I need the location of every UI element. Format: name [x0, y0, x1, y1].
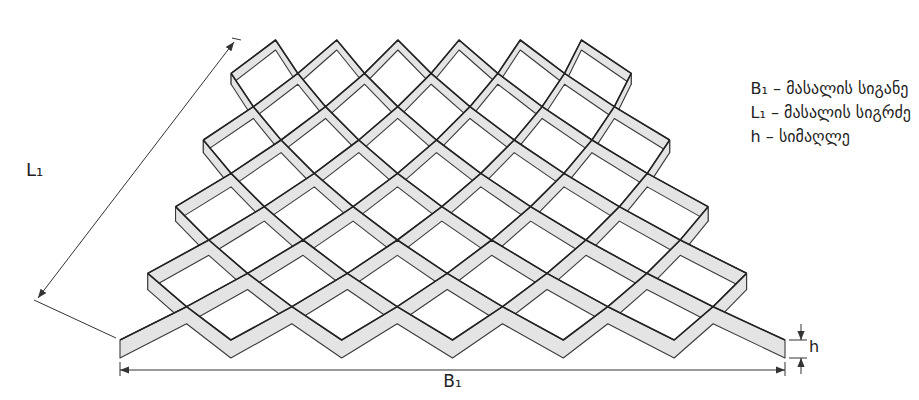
strip-wall [203, 140, 669, 187]
dimension-line [120, 370, 785, 371]
extension-line [789, 340, 807, 341]
legend-note: B₁ – მასალის სიგანე [751, 80, 909, 98]
strip-wall [120, 307, 785, 358]
strip-top-edge [148, 240, 747, 273]
strip-top-edge [176, 207, 709, 240]
honeycomb-mesh [120, 40, 785, 358]
dimension-label: L₁ [26, 160, 43, 181]
legend-note: h – სიმაღლე [751, 128, 850, 146]
strip-wall [176, 207, 709, 256]
geocell-strip [148, 273, 747, 323]
extension-line [34, 300, 116, 338]
strip-wall [231, 73, 631, 118]
legend-note: L₁ – მასალის სიგრძე [751, 104, 911, 122]
strip-top-edge [176, 173, 709, 206]
geocell-strip [231, 73, 631, 118]
dimension-line [38, 42, 234, 298]
geocell-strip [176, 207, 709, 256]
strip-top-edge [231, 73, 631, 106]
strip-top-edge [148, 273, 747, 306]
geocell-strip [120, 307, 785, 358]
dimension-line [801, 324, 802, 340]
extension-line [785, 362, 786, 376]
strip-top-edge [120, 307, 785, 340]
dimension-label: h [809, 338, 819, 356]
strip-top-edge [203, 140, 669, 173]
dimension-line [801, 358, 802, 374]
strip-top-edge [203, 107, 669, 140]
strip-top-edge [231, 40, 631, 73]
extension-line [120, 362, 121, 376]
extension-line [232, 38, 241, 40]
dimension-label: B₁ [443, 372, 461, 392]
extension-line [789, 358, 807, 359]
dimension-lines [34, 38, 807, 376]
geocell-strip [203, 140, 669, 187]
strip-wall [148, 273, 747, 323]
